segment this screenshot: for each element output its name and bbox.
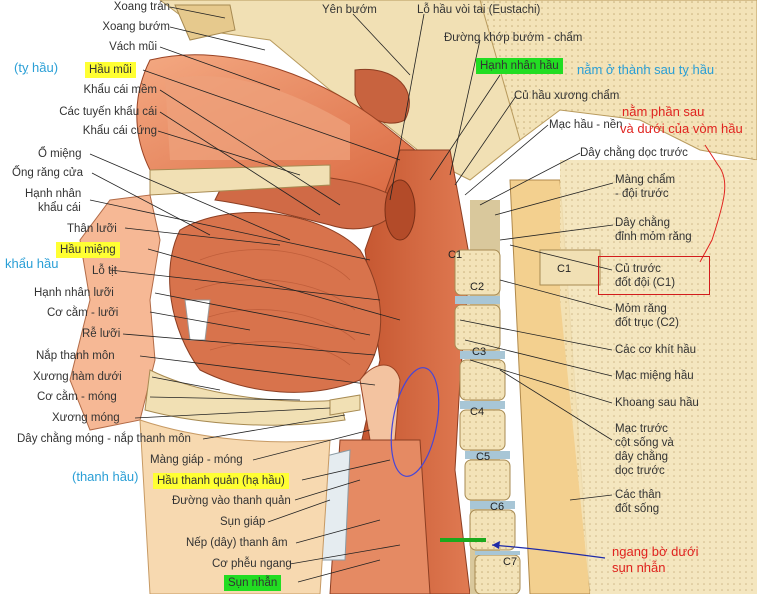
vertebra-label-c2: C2 xyxy=(470,281,484,293)
tongue-fibers xyxy=(194,249,356,366)
label-cu-hau-xuong-cham: Củ hầu xương chẩm xyxy=(514,90,620,102)
label-co-pheu-ngang: Cơ phễu ngang xyxy=(212,558,292,570)
label-mang-cham-doi-truoc-line1: Màng chẩm xyxy=(615,174,676,186)
label-day-chang-doc-truoc: Dây chằng dọc trước xyxy=(580,147,688,159)
annotation-ty-hau: (tỵ hầu) xyxy=(14,60,59,75)
cricoid-arrow xyxy=(491,544,606,559)
label-cu-truoc-dot-doi-line1: Củ trước xyxy=(615,263,661,275)
nasal-septum-shade xyxy=(165,76,350,160)
spinal-canal xyxy=(509,179,591,594)
mandible xyxy=(144,369,346,426)
label-hanh-nhan-khau-cai-line2: khẩu cái xyxy=(38,202,81,214)
label-hanh-nhan-luoi: Hạnh nhân lưỡi xyxy=(34,287,114,299)
vertebra-label-c1-back: C1 xyxy=(557,263,571,275)
label-mom-rang-dot-truc-line1: Mỏm răng xyxy=(615,303,667,315)
label-cac-co-khit-hau: Các cơ khít hầu xyxy=(615,344,697,356)
label-hanh-nhan-khau-cai-line1: Hạnh nhân xyxy=(25,188,82,200)
label-mac-truoc-line2: cột sống và xyxy=(615,437,674,449)
label-nap-thanh-mon: Nắp thanh môn xyxy=(36,350,115,362)
label-sun-giap: Sụn giáp xyxy=(220,516,266,528)
label-cac-than-dot-song-line1: Các thân xyxy=(615,489,662,501)
label-lo-tit: Lỗ tịt xyxy=(92,265,117,277)
label-duong-khop-buom-cham: Đường khớp bướm - chẩm xyxy=(444,32,583,44)
label-mac-hau-nen: Mạc hầu - nền xyxy=(549,119,623,131)
annotation-ngang-bo-duoi-line2: sụn nhẫn xyxy=(612,560,666,575)
label-duong-vao-thanh-quan: Đường vào thanh quản xyxy=(172,495,291,507)
annotation-nam-o-thanh-sau: nằm ở thành sau tỵ hầu xyxy=(577,62,715,77)
label-mom-rang-dot-truc-line2: đốt trục (C2) xyxy=(615,317,679,329)
cricoid-arrowhead xyxy=(492,541,500,549)
eustachian-opening xyxy=(384,179,416,241)
label-mang-giap-mong: Màng giáp - móng xyxy=(150,454,243,466)
label-lo-hau-voi-tai: Lỗ hầu vòi tai (Eustachi) xyxy=(417,4,541,16)
hard-palate xyxy=(149,164,331,196)
label-mang-cham-doi-truoc-line2: - đội trước xyxy=(615,188,669,200)
occipital-bone xyxy=(479,0,757,161)
laryngopharynx-outline xyxy=(390,367,440,477)
label-xuong-ham-duoi: Xương hàm dưới xyxy=(33,371,122,383)
annotation-khau-hau: khẩu hầu xyxy=(5,256,59,271)
label-vach-mui: Vách mũi xyxy=(109,41,157,53)
label-o-mieng: Ổ miệng xyxy=(38,148,82,160)
label-co-cam-mong: Cơ cằm - móng xyxy=(37,391,117,403)
vertebrae xyxy=(454,249,521,594)
annotation-nam-phan-sau-line1: nằm phần sau xyxy=(622,104,705,119)
label-hau-mui: Hầu mũi xyxy=(85,62,136,78)
teeth xyxy=(184,299,211,341)
annotation-thanh-hau: (thanh hầu) xyxy=(72,469,139,484)
label-co-cam-luoi: Cơ cằm - lưỡi xyxy=(47,307,119,319)
label-xuong-mong: Xương móng xyxy=(52,412,120,424)
label-mac-truoc-line3: dây chằng xyxy=(615,451,669,463)
label-ong-rang-cua: Ống răng cửa xyxy=(12,167,83,179)
label-khoang-sau-hau: Khoang sau hầu xyxy=(615,397,699,409)
label-hau-thanh-quan: Hầu thanh quản (hạ hầu) xyxy=(153,473,289,489)
label-nep-thanh-am: Nếp (dây) thanh âm xyxy=(186,537,288,549)
label-yen-buom: Yên bướm xyxy=(322,4,377,16)
red-bracket-line xyxy=(699,144,726,263)
label-day-chang-dinh-mom-rang-line2: đỉnh mỏm răng xyxy=(615,231,692,243)
leader-lines xyxy=(89,6,614,583)
label-hanh-nhan-hau: Hạnh nhân hầu xyxy=(476,58,563,74)
label-mac-truoc-line1: Mạc trước xyxy=(615,423,668,435)
posterior-muscle xyxy=(560,160,757,594)
label-re-luoi: Rễ lưỡi xyxy=(82,328,121,340)
intervertebral-discs xyxy=(455,296,520,555)
annotation-nam-phan-sau-line2: và dưới của vòm hầu xyxy=(620,121,743,136)
label-mac-truoc-line4: dọc trước xyxy=(615,465,665,477)
posterior-atlas xyxy=(539,249,601,286)
label-day-chang-mong-nap-thanh-mon: Dây chằng móng - nắp thanh môn xyxy=(17,433,191,445)
label-xoang-buom: Xoang bướm xyxy=(102,21,170,33)
label-hau-mieng: Hầu miệng xyxy=(56,242,120,258)
label-khau-cai-mem: Khẩu cái mềm xyxy=(83,84,157,96)
label-cu-truoc-dot-doi-line2: đốt đội (C1) xyxy=(615,277,676,289)
label-day-chang-dinh-mom-rang-line1: Dây chằng xyxy=(615,217,670,229)
annotation-ngang-bo-duoi-line1: ngang bờ dưới xyxy=(612,544,699,559)
label-cac-than-dot-song-line2: đốt sống xyxy=(615,503,660,515)
label-xoang-tran: Xoang trán xyxy=(113,1,170,13)
vertebra-label-c6: C6 xyxy=(490,501,504,513)
vertebra-label-c1-front: C1 xyxy=(448,249,462,261)
label-mac-mieng-hau: Mạc miệng hầu xyxy=(615,370,694,382)
frontal-sinus xyxy=(174,4,236,41)
c1-highlight-box xyxy=(598,256,710,295)
vertebra-label-c5: C5 xyxy=(476,451,490,463)
label-than-luoi: Thân lưỡi xyxy=(67,223,117,235)
vertebra-label-c3: C3 xyxy=(472,346,486,358)
vertebra-label-c7: C7 xyxy=(503,556,517,568)
hyoid-bone xyxy=(329,394,361,416)
vertebra-label-c4: C4 xyxy=(470,406,484,418)
label-khau-cai-cung: Khẩu cái cứng xyxy=(82,125,157,137)
label-tuyen-khau-cai: Các tuyến khẩu cái xyxy=(59,106,157,118)
label-sun-nhan: Sụn nhẫn xyxy=(224,575,282,591)
epiglottis xyxy=(359,364,401,441)
